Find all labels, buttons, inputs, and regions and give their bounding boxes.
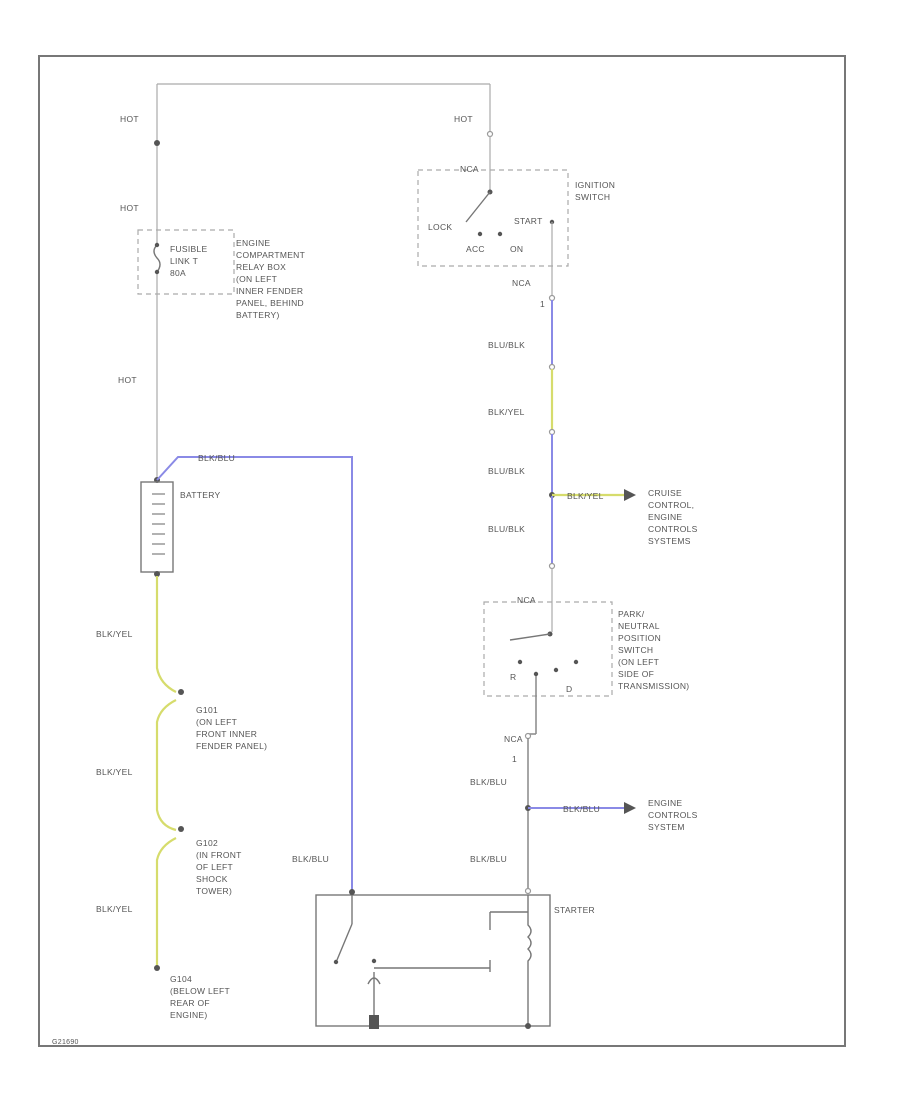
pnp-contact [553, 667, 559, 673]
ignition-contact [497, 231, 503, 237]
pnp-switch-outline [483, 601, 613, 697]
connector-pin-2 [524, 732, 532, 740]
pnp-switch-blade [509, 633, 551, 641]
ground-wire-segment-1 [155, 576, 177, 693]
nca-label-1: NCA [512, 278, 531, 288]
ground-g102-label: G102 (IN FRONT OF LEFT SHOCK TOWER) [196, 838, 244, 896]
fusible-link-terminal [154, 242, 160, 248]
wire-blu-blk-label-3: BLU/BLK [488, 524, 525, 534]
fusible-link-terminal [154, 269, 160, 275]
ignition-start-label: START [514, 216, 543, 226]
ground-wire-label-3: BLK/YEL [96, 904, 133, 914]
pnp-contact [573, 659, 579, 665]
power-feed-wire [156, 83, 491, 478]
wire-blk-yel-label-top: BLK/YEL [488, 407, 525, 417]
wire-blk-blu-label-3: BLK/BLU [292, 854, 329, 864]
starter-outline [315, 894, 551, 1027]
starter-ground-dot [525, 1023, 531, 1029]
diagram-frame [38, 55, 846, 1047]
battery-label: BATTERY [180, 490, 221, 500]
connector-pin-1 [548, 294, 556, 302]
hot-junction-dot [154, 140, 160, 146]
splice-connector [548, 428, 556, 436]
pnp-d-label: D [566, 684, 572, 694]
battery-cells [152, 493, 165, 555]
ground-wire-segment-2 [155, 699, 177, 832]
ground-g101-dot [178, 689, 184, 695]
ignition-lock-label: LOCK [428, 222, 452, 232]
splice-connector [548, 363, 556, 371]
wire-blu-blk-label-1: BLU/BLK [488, 340, 525, 350]
cruise-control-label: CRUISE CONTROL, ENGINE CONTROLS SYSTEMS [648, 488, 700, 546]
hot-label-b: HOT [120, 203, 139, 213]
pnp-contact [517, 659, 523, 665]
ignition-input-terminal [486, 130, 494, 138]
park-neutral-label: PARK/ NEUTRAL POSITION SWITCH (ON LEFT S… [618, 609, 689, 691]
engine-controls-label: ENGINE CONTROLS SYSTEM [648, 798, 700, 832]
ground-g102-dot [178, 826, 184, 832]
ignition-switch-blade [465, 191, 491, 223]
wire-blk-blu-engine-label: BLK/BLU [563, 804, 600, 814]
ignition-switch-outline [417, 169, 569, 267]
ignition-acc-label: ACC [466, 244, 485, 254]
ground-wire-segment-3 [155, 837, 177, 966]
pnp-nca-label: NCA [517, 595, 536, 605]
battery-cable-label: BLK/BLU [198, 453, 235, 463]
pnp-input-connector [548, 562, 556, 570]
ignition-switch-label: IGNITION SWITCH [575, 180, 618, 202]
hot-switch-label: HOT [454, 114, 473, 124]
hot-label-c: HOT [118, 375, 137, 385]
pin-label-1: 1 [540, 299, 545, 309]
starter-label: STARTER [554, 905, 595, 915]
ignition-contact [477, 231, 483, 237]
starter-signal-terminal [524, 887, 532, 895]
battery-cable-blk-blu [156, 456, 353, 890]
starter-coil-symbol [527, 912, 532, 1024]
wire-blk-yel-cruise-label: BLK/YEL [567, 491, 604, 501]
ignition-on-label: ON [510, 244, 523, 254]
starter-motor-terminal [371, 958, 377, 964]
ground-g101-label: G101 (ON LEFT FRONT INNER FENDER PANEL) [196, 705, 267, 751]
pnp-contact [533, 671, 539, 677]
ground-wire-label-1: BLK/YEL [96, 629, 133, 639]
cruise-arrow [624, 489, 636, 501]
starter-ground-block [369, 1015, 379, 1029]
engine-controls-arrow [624, 802, 636, 814]
starter-contact-point [333, 959, 339, 965]
battery-symbol [140, 481, 174, 573]
nca-label-2: NCA [504, 734, 523, 744]
ignition-nca-label: NCA [460, 164, 479, 174]
fusible-link-label: FUSIBLE LINK T 80A [170, 244, 210, 278]
starter-contact-blade [336, 923, 353, 961]
ground-g104-label: G104 (BELOW LEFT REAR OF ENGINE) [170, 974, 233, 1020]
pin-label-2: 1 [512, 754, 517, 764]
ground-g104-dot [154, 965, 160, 971]
wire-blk-blu-label-1: BLK/BLU [470, 777, 507, 787]
relay-box-label: ENGINE COMPARTMENT RELAY BOX (ON LEFT IN… [236, 238, 308, 320]
fusible-link-symbol [153, 244, 161, 273]
hot-label-a: HOT [120, 114, 139, 124]
figure-id: G21690 [52, 1039, 79, 1046]
starter-battery-terminal [349, 889, 355, 895]
wire-blu-blk-label-2: BLU/BLK [488, 466, 525, 476]
pnp-r-label: R [510, 672, 516, 682]
battery-negative-terminal [154, 571, 160, 577]
wire-blk-blu-label-2: BLK/BLU [470, 854, 507, 864]
relay-box-outline [137, 229, 235, 295]
ground-wire-label-2: BLK/YEL [96, 767, 133, 777]
